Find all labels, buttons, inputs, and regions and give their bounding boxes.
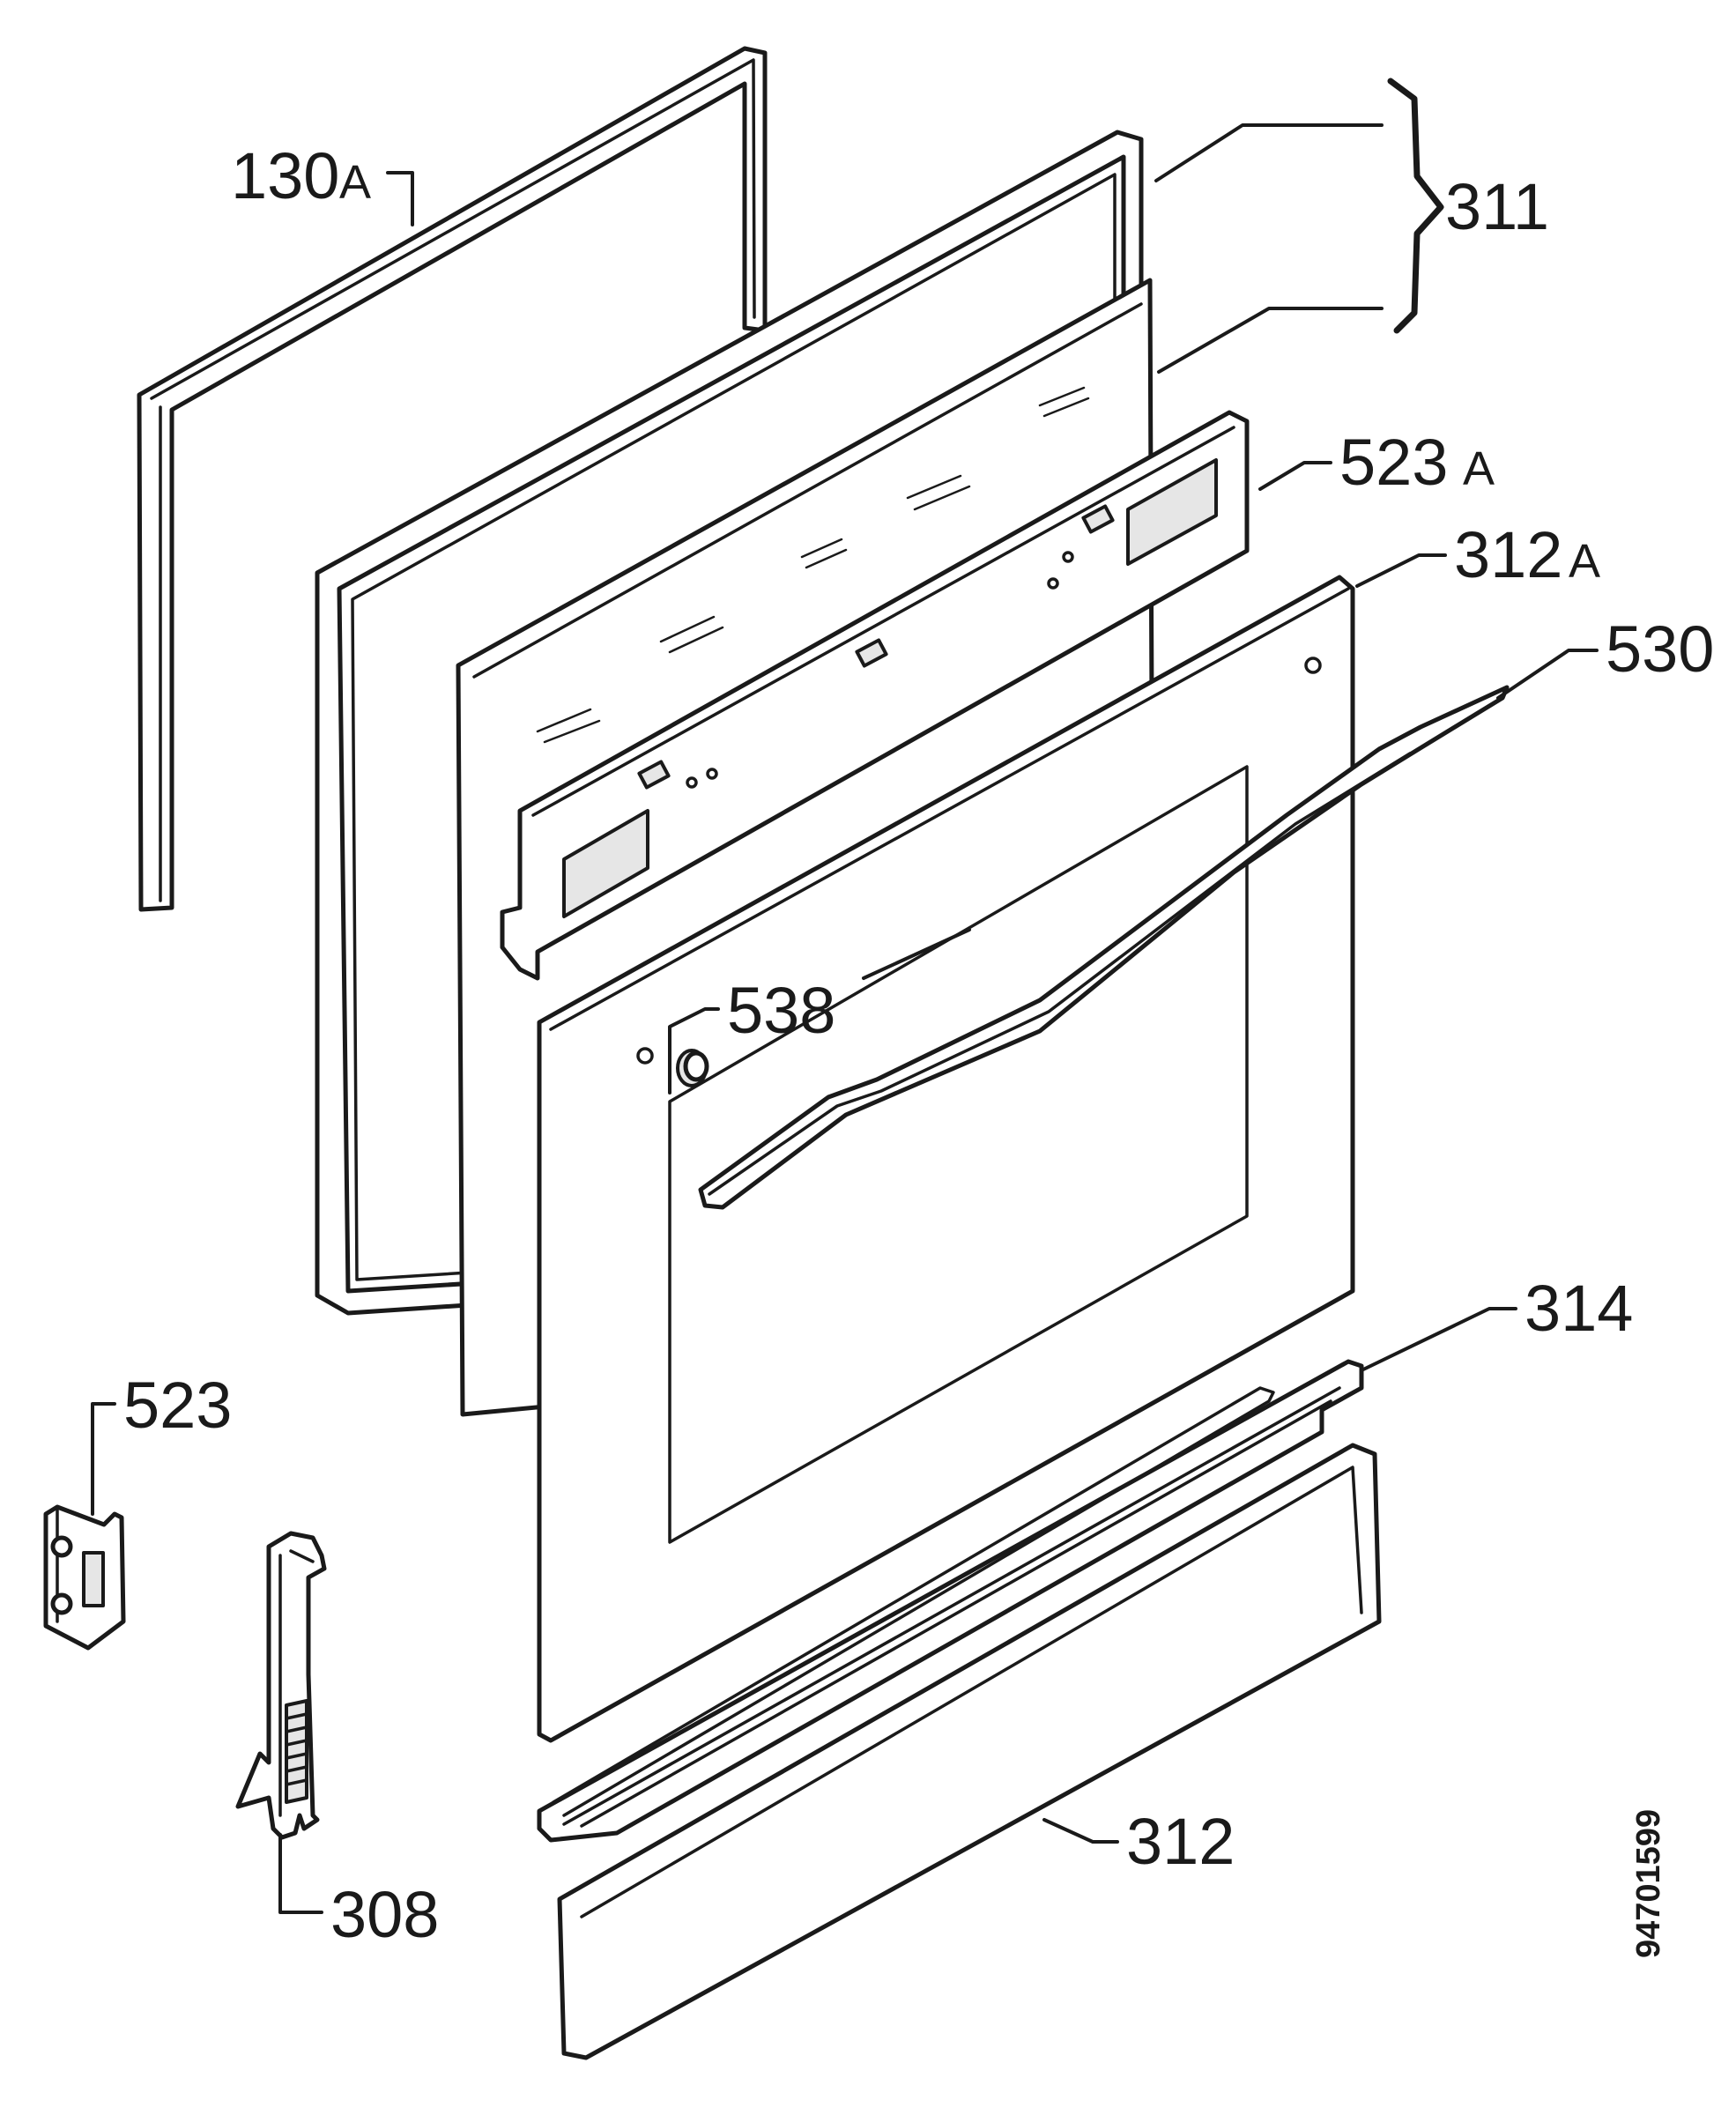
- leader-538-to-handle: [862, 928, 971, 980]
- label-312: 312: [1126, 1805, 1235, 1878]
- hinge-receiver-523: [43, 1504, 126, 1651]
- leader-312: [1042, 1818, 1119, 1844]
- handle-mount-538: [676, 1049, 709, 1087]
- label-538: 538: [727, 974, 835, 1047]
- panel-bracket-523a: [500, 410, 1250, 981]
- leader-312a: [1355, 553, 1447, 588]
- leader-311-bottom: [1157, 307, 1384, 374]
- bottom-trim-rail-314: [537, 1359, 1364, 1843]
- label-311: 311: [1445, 170, 1549, 243]
- label-530: 530: [1606, 612, 1714, 686]
- leader-523a: [1258, 461, 1332, 491]
- leader-530: [1496, 649, 1599, 700]
- label-523a-suffix: A: [1463, 442, 1495, 495]
- leader-538: [668, 1007, 720, 1095]
- label-312a-suffix: A: [1569, 535, 1600, 588]
- leader-130a: [386, 171, 414, 226]
- hinge-308: [235, 1531, 327, 1840]
- leader-308: [278, 1833, 323, 1914]
- outer-door-panel-312a: [537, 575, 1355, 1743]
- label-523a-number: 523: [1339, 426, 1448, 499]
- bottom-panel-312: [557, 1443, 1382, 2060]
- door-gasket-130a: [137, 46, 768, 912]
- part-labels: 130 A 311 523 A 312 A 530 538 314 523 31…: [123, 139, 1714, 1958]
- label-312a-number: 312: [1454, 518, 1562, 591]
- label-308: 308: [330, 1878, 439, 1951]
- label-130a-suffix: A: [339, 156, 371, 209]
- label-130a-number: 130: [231, 139, 339, 212]
- brace-311: [1387, 78, 1444, 334]
- door-handle-530: [698, 685, 1510, 1210]
- document-id: 94701599: [1630, 1809, 1667, 1958]
- leader-lines: [91, 78, 1599, 1914]
- label-523: 523: [123, 1369, 232, 1442]
- leader-311-top: [1154, 123, 1384, 182]
- label-314: 314: [1525, 1272, 1633, 1345]
- leader-523: [91, 1402, 116, 1516]
- leader-314: [1360, 1307, 1517, 1372]
